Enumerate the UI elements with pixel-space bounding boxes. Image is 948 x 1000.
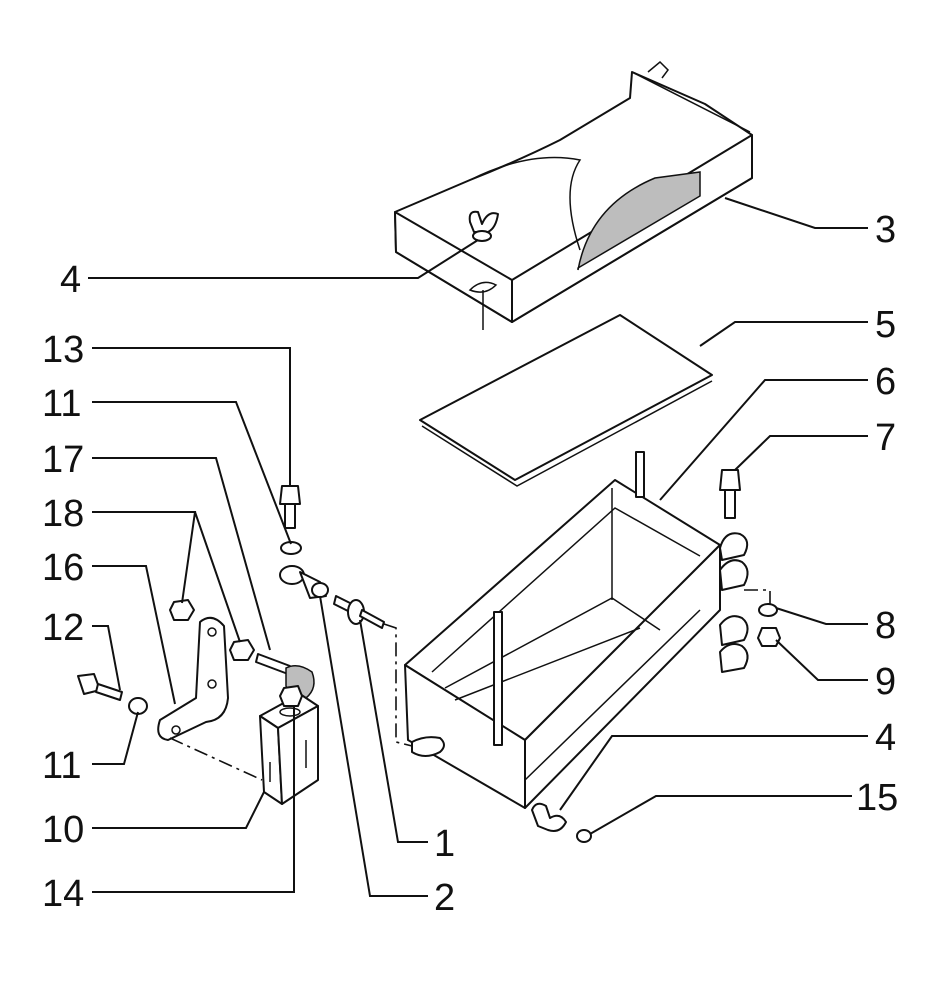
- callout-5: 5: [875, 304, 896, 346]
- assembly-axis-1: [169, 737, 263, 781]
- part-1-adjuster-screw: [333, 595, 385, 629]
- callout-18: 18: [42, 493, 84, 535]
- part-6-tray: [404, 451, 749, 809]
- part-8-washer: [758, 603, 778, 617]
- callout-8: 8: [875, 605, 896, 647]
- part-16-link: [157, 616, 229, 741]
- callout-6: 6: [875, 361, 896, 403]
- callout-7: 7: [875, 417, 896, 459]
- part-3-cover: [394, 60, 753, 330]
- callout-9: 9: [875, 661, 896, 703]
- callout-16: 16: [42, 547, 84, 589]
- callout-4-lower: 4: [875, 717, 896, 759]
- part-11-washer-lower: [128, 697, 148, 715]
- part-18-nut-b: [229, 639, 255, 661]
- callout-11-upper: 11: [42, 383, 81, 425]
- callout-1: 1: [434, 823, 455, 865]
- part-9-nut: [757, 627, 781, 647]
- callout-3: 3: [875, 209, 896, 251]
- part-4-wing-nut-lower: [531, 802, 567, 832]
- part-12-bolt: [77, 673, 123, 701]
- leader-lines: [88, 197, 868, 897]
- callout-15: 15: [856, 777, 898, 819]
- part-15-clip: [576, 829, 592, 843]
- part-18-nut-a: [169, 599, 195, 621]
- part-5-mat: [419, 314, 713, 487]
- callout-14: 14: [42, 873, 84, 915]
- callout-4-upper: 4: [60, 259, 81, 301]
- part-14-nut: [279, 685, 303, 707]
- callout-10: 10: [42, 809, 84, 851]
- part-4-wing-nut-upper: [468, 210, 499, 242]
- callout-11-lower: 11: [42, 745, 81, 787]
- part-13-bolt: [279, 485, 301, 529]
- callout-2: 2: [434, 877, 455, 919]
- part-2-rod-end: [279, 565, 329, 599]
- callout-17: 17: [42, 439, 84, 481]
- assembly-axis-2: [383, 623, 413, 747]
- callout-13: 13: [42, 329, 84, 371]
- assembly-axis-3: [744, 589, 771, 606]
- part-7-bolt: [719, 469, 741, 519]
- callout-12: 12: [42, 607, 84, 649]
- part-10-bracket: [259, 693, 319, 805]
